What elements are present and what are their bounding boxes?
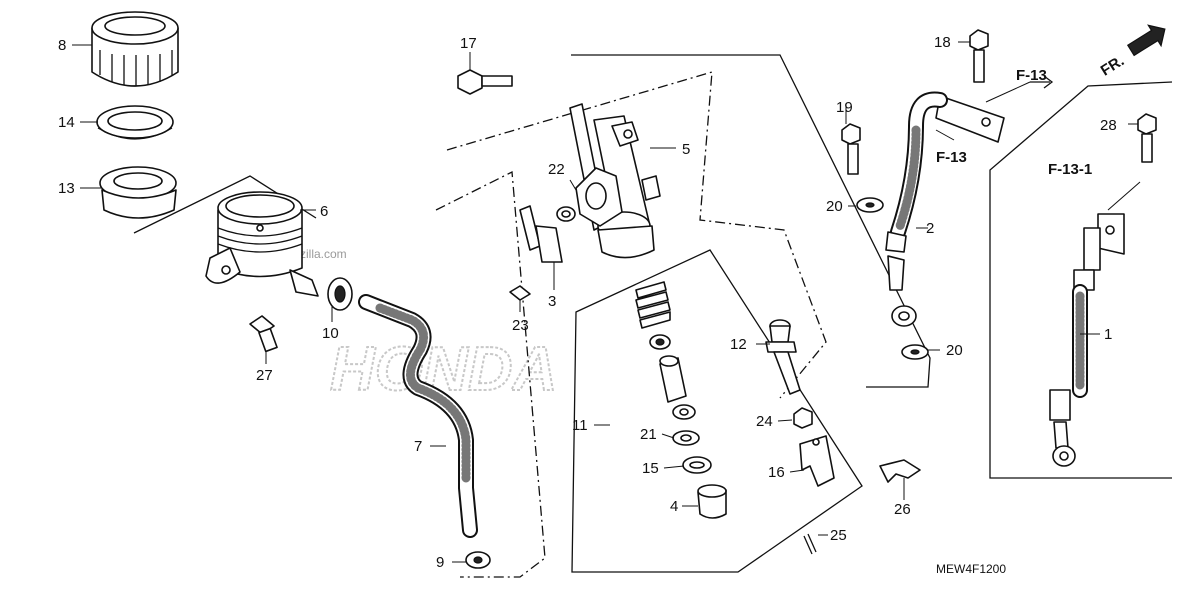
hose-clip-9 xyxy=(465,551,491,569)
washer-20-top xyxy=(856,197,884,213)
callout-5: 5 xyxy=(682,141,690,158)
assembly-outlines xyxy=(133,54,1173,578)
callout-10: 10 xyxy=(322,325,339,342)
callout-2: 2 xyxy=(926,220,934,237)
ref-f13-top: F-13 xyxy=(1016,67,1047,84)
callout-15: 15 xyxy=(642,460,659,477)
diaphragm xyxy=(99,166,177,219)
callout-1: 1 xyxy=(1104,326,1112,343)
callout-22: 22 xyxy=(548,161,565,178)
bolt-18 xyxy=(457,69,513,95)
callout-23: 23 xyxy=(512,317,529,334)
push-rod xyxy=(765,319,801,395)
arrow-f13-top xyxy=(1030,75,1054,89)
callout-20-bottom: 20 xyxy=(946,342,963,359)
callout-3: 3 xyxy=(548,293,556,310)
reference-labels: F-13 F-13 F-13-1 xyxy=(936,67,1092,178)
circlip-15 xyxy=(682,456,712,474)
callout-20-top: 20 xyxy=(826,198,843,215)
joint-pin xyxy=(879,459,921,483)
callout-6: 6 xyxy=(320,203,328,220)
hose-1-outline xyxy=(989,81,1173,479)
washer-piston xyxy=(672,404,696,420)
reservoir-hose xyxy=(358,294,478,538)
callout-8: 8 xyxy=(58,37,66,54)
cup-seal xyxy=(649,334,671,350)
push-rod-joint xyxy=(799,435,835,487)
callout-16: 16 xyxy=(768,464,785,481)
ref-f131: F-13-1 xyxy=(1048,161,1092,178)
piston xyxy=(659,355,687,403)
diaphragm-plate xyxy=(96,105,174,140)
bolt-19 xyxy=(841,123,861,175)
reservoir xyxy=(205,191,319,297)
callout-19: 19 xyxy=(836,99,853,116)
washer-21 xyxy=(672,430,700,446)
hose-clip-10 xyxy=(327,277,353,311)
watermark-honda: HONDA xyxy=(330,335,557,404)
master-cylinder-dash-outline xyxy=(446,71,827,399)
callout-9: 9 xyxy=(436,554,444,571)
callout-4: 4 xyxy=(670,498,678,515)
callout-26: 26 xyxy=(894,501,911,518)
callout-17: 18 xyxy=(934,34,951,51)
watermark: HONDA zilla.com xyxy=(300,247,558,405)
brake-hose-2 xyxy=(885,91,1005,327)
front-arrow-icon xyxy=(1126,24,1166,57)
callout-7: 7 xyxy=(414,438,422,455)
callout-13: 13 xyxy=(58,180,75,197)
boot-4 xyxy=(697,484,727,519)
brake-hose-1 xyxy=(1049,213,1125,467)
cotter-pin xyxy=(803,533,817,555)
callouts: 8 14 13 6 17 5 22 3 23 10 27 7 9 11 21 1… xyxy=(58,34,1117,571)
piston-kit-outline xyxy=(571,249,863,573)
callout-28: 28 xyxy=(1100,117,1117,134)
bolt-27 xyxy=(249,315,278,353)
ref-f13-mid: F-13 xyxy=(936,149,967,166)
bolt-28 xyxy=(1137,113,1157,163)
callout-18: 17 xyxy=(460,35,477,52)
callout-14: 14 xyxy=(58,114,75,131)
spring xyxy=(635,281,671,329)
callout-25: 25 xyxy=(830,527,847,544)
master-cylinder xyxy=(569,103,661,259)
reservoir-cap xyxy=(91,11,179,87)
hose-dash-outline xyxy=(435,170,546,578)
nut-24 xyxy=(793,407,813,429)
screw-23 xyxy=(509,285,531,301)
diagram-code: MEW4F1200 xyxy=(936,562,1006,576)
callout-11: 11 xyxy=(572,417,588,434)
watermark-site: zilla.com xyxy=(300,247,347,261)
bolt-17 xyxy=(969,29,989,83)
washer-20-bottom xyxy=(901,344,929,360)
callout-24: 24 xyxy=(756,413,773,430)
front-indicator: FR. xyxy=(1098,24,1166,80)
callout-27: 27 xyxy=(256,367,273,384)
master-cylinder-outline xyxy=(571,54,931,388)
hose-joint xyxy=(519,205,576,263)
front-label: FR. xyxy=(1098,52,1128,79)
callout-12: 12 xyxy=(730,336,747,353)
leader-lines xyxy=(72,41,1141,563)
callout-21: 21 xyxy=(640,426,657,443)
